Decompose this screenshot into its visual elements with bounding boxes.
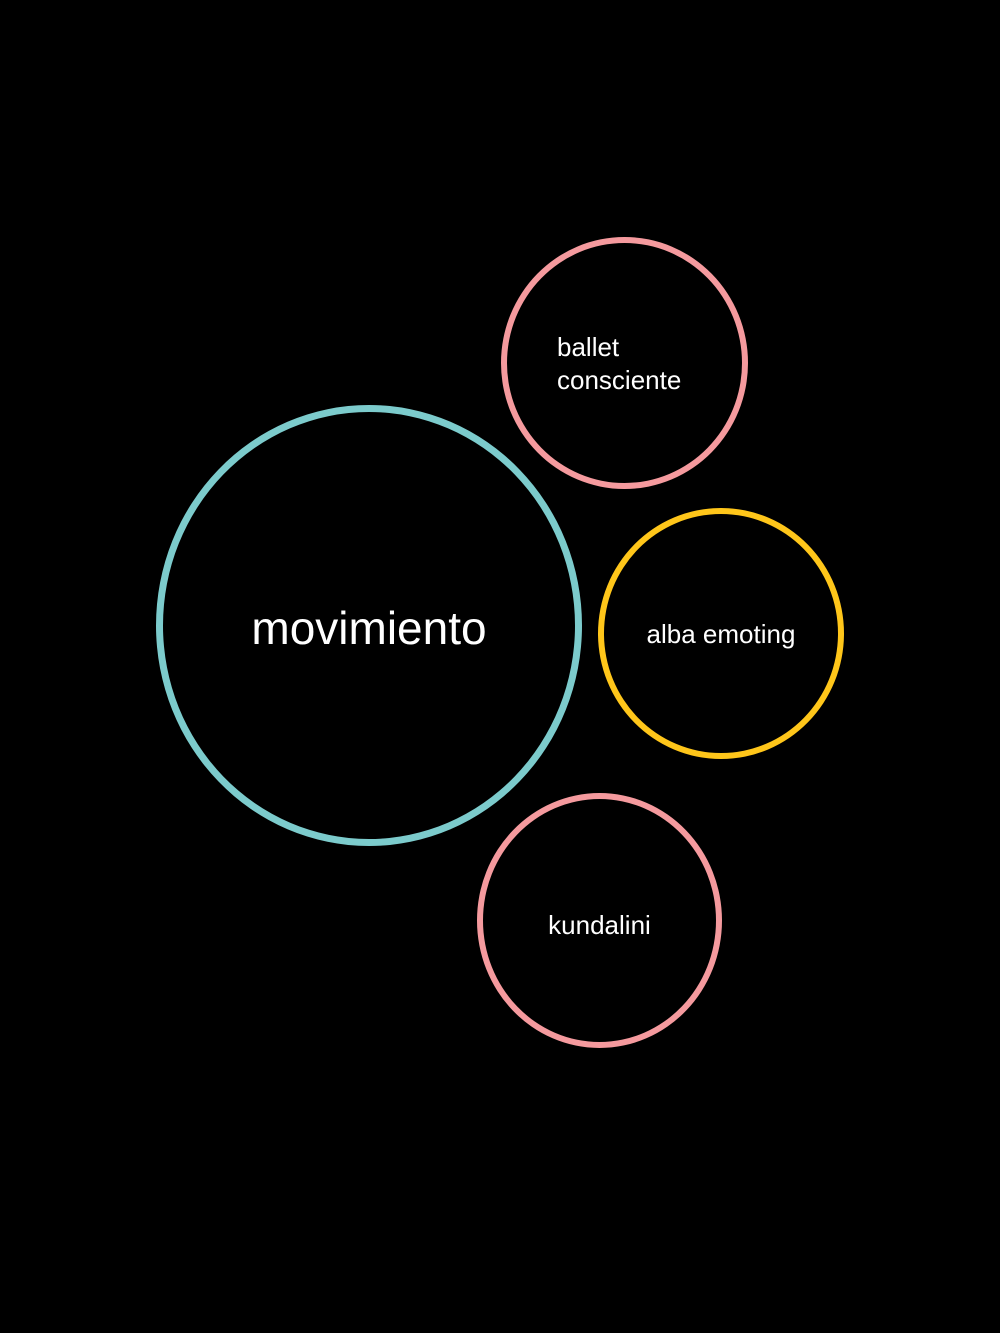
node-label-ballet-consciente: ballet consciente <box>557 331 681 397</box>
node-circle-alba-emoting: alba emoting <box>598 508 844 759</box>
main-circle-label: movimiento <box>251 602 487 654</box>
node-label-line-1: ballet <box>557 332 620 362</box>
node-label-line-2: consciente <box>557 365 682 395</box>
main-circle-movimiento: movimiento <box>156 405 582 846</box>
node-circle-ballet-consciente: ballet consciente <box>501 237 748 489</box>
node-label-kundalini: kundalini <box>548 910 651 940</box>
node-circle-kundalini: kundalini <box>477 793 722 1048</box>
node-label-alba-emoting: alba emoting <box>646 619 796 649</box>
